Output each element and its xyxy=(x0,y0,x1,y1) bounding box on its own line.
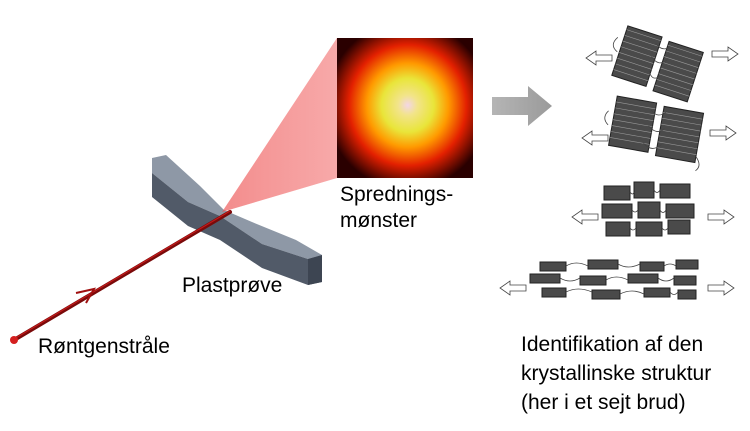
pull-right-arrow-icon-4 xyxy=(707,280,735,296)
pull-left-arrow-icon-3 xyxy=(571,209,599,225)
pattern-label-line2: mønster xyxy=(340,209,418,232)
pull-right-arrow-icon-3 xyxy=(707,209,735,225)
result-label-line2: krystallinske struktur xyxy=(521,362,712,385)
xray-beam-label: Røntgenstråle xyxy=(38,335,170,358)
pull-left-arrow-icon-4 xyxy=(499,280,527,296)
sample-label: Plastprøve xyxy=(182,274,283,297)
sample-specimen xyxy=(152,155,322,285)
lamellae-structures xyxy=(499,25,739,300)
pull-right-arrow-icon-2 xyxy=(709,125,737,141)
pull-right-arrow-icon-1 xyxy=(711,46,739,62)
pull-left-arrow-icon-2 xyxy=(581,130,609,146)
result-arrow-icon xyxy=(492,86,552,126)
scattering-pattern xyxy=(337,38,473,178)
pattern-label-line1: Sprednings- xyxy=(340,183,454,206)
pull-left-arrow-icon-1 xyxy=(585,50,613,66)
lamella-stack-1 xyxy=(611,25,704,103)
xray-beam xyxy=(10,210,232,344)
lamella-stack-4 xyxy=(529,259,699,300)
beam-direction-icon xyxy=(75,287,96,304)
result-label-line1: Identifikation af den xyxy=(521,333,704,356)
lamella-stack-3 xyxy=(601,181,695,237)
lamella-stack-2 xyxy=(604,95,705,172)
result-label-line3: (her i et sejt brud) xyxy=(521,391,686,414)
